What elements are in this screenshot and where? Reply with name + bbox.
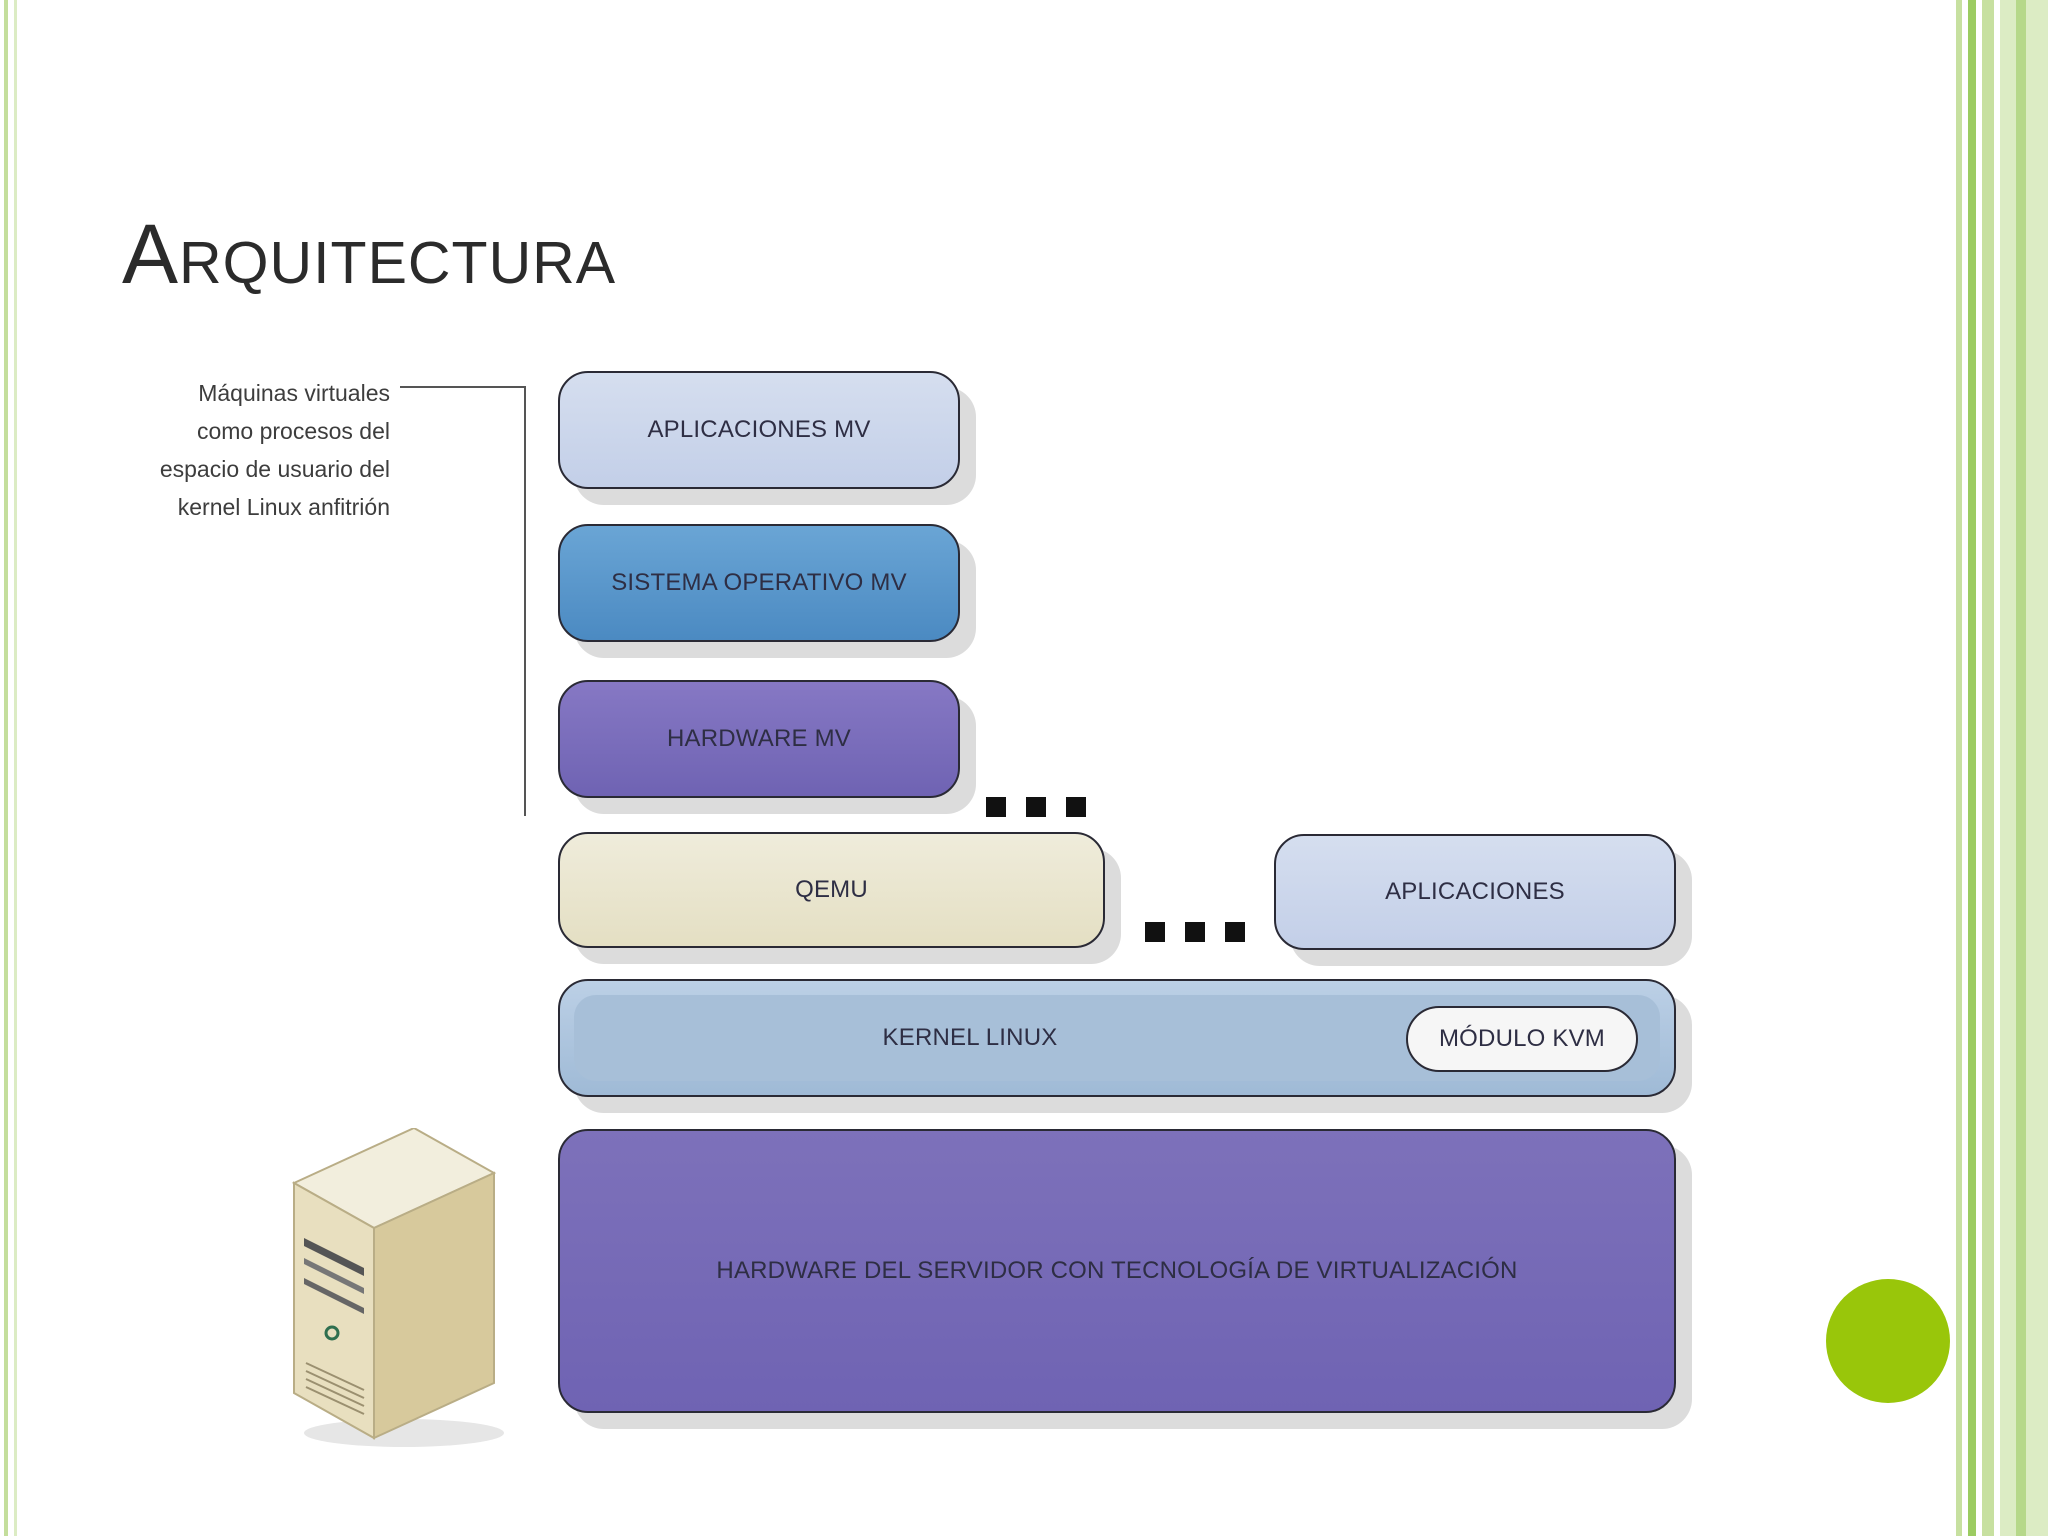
layer-linux-kernel: KERNEL LINUX MÓDULO KVM: [558, 979, 1676, 1097]
layer-vm-operating-system: SISTEMA OPERATIVO MV: [558, 524, 960, 642]
vm-process-note: Máquinas virtuales como procesos del esp…: [159, 380, 390, 520]
layer-qemu: QEMU: [558, 832, 1105, 948]
layer-server-hardware-label: HARDWARE DEL SERVIDOR CON TECNOLOGÍA DE …: [716, 1257, 1518, 1284]
layer-vm-operating-system-label: SISTEMA OPERATIVO MV: [611, 569, 907, 596]
slide-title: Arquitectura: [122, 207, 617, 301]
layer-vm-hardware-label: HARDWARE MV: [667, 725, 851, 752]
server-tower-icon: [291, 1128, 504, 1447]
layer-server-hardware: HARDWARE DEL SERVIDOR CON TECNOLOGÍA DE …: [558, 1129, 1676, 1413]
layer-host-applications: APLICACIONES: [1274, 834, 1676, 950]
ellipsis-dots: [986, 797, 1086, 817]
bracket-line-horizontal: [400, 386, 526, 388]
layer-vm-applications: APLICACIONES MV: [558, 371, 960, 489]
ellipsis-dots: [1145, 922, 1245, 942]
layer-linux-kernel-label: KERNEL LINUX: [882, 1024, 1058, 1051]
layer-qemu-label: QEMU: [795, 876, 868, 903]
bracket-line-vertical: [524, 386, 526, 816]
layer-host-applications-label: APLICACIONES: [1385, 878, 1565, 905]
layer-vm-hardware: HARDWARE MV: [558, 680, 960, 798]
layer-vm-applications-label: APLICACIONES MV: [647, 416, 871, 443]
slide-right-border: [1956, 0, 2048, 1536]
green-circle-decoration: [1826, 1279, 1950, 1403]
kvm-module: MÓDULO KVM: [1406, 1006, 1638, 1072]
slide-left-border: [0, 0, 22, 1536]
kvm-module-label: MÓDULO KVM: [1438, 1025, 1605, 1052]
